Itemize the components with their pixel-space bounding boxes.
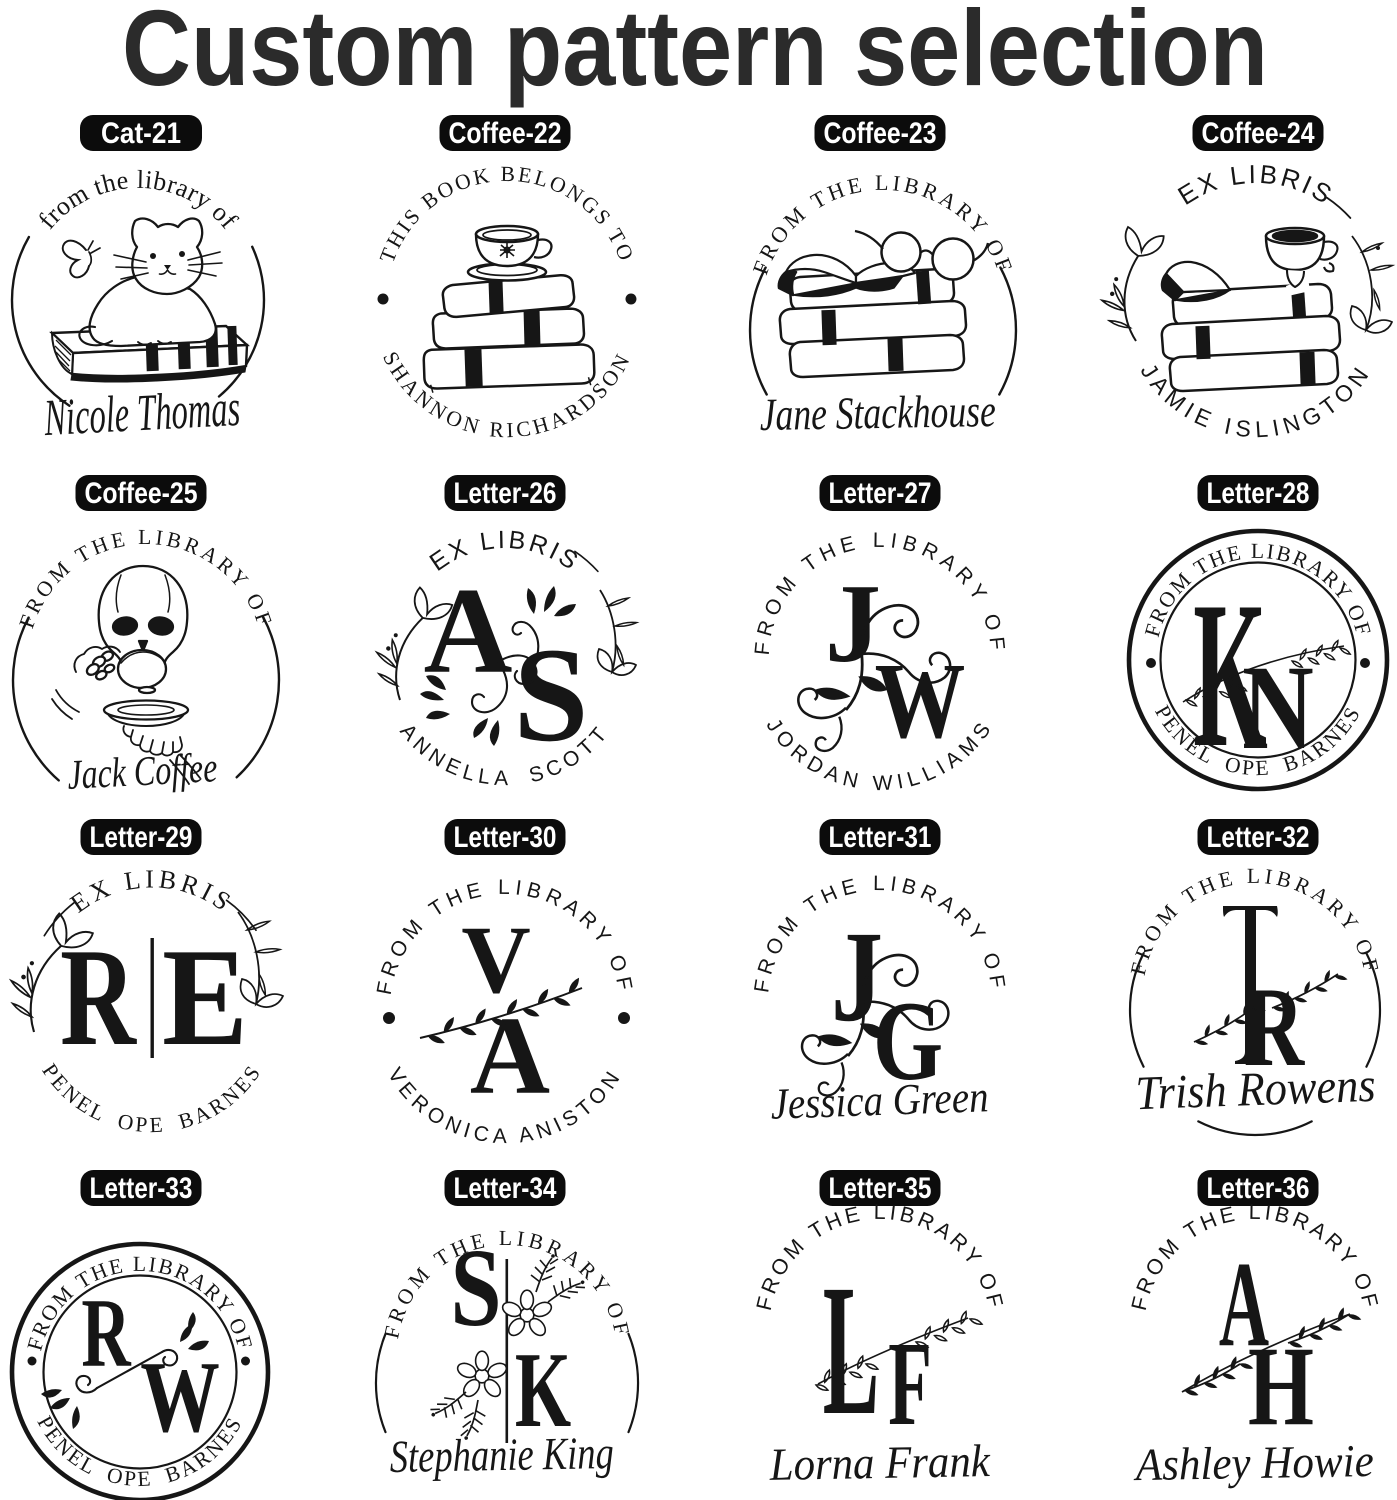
svg-text:W: W [140, 1340, 220, 1454]
svg-text:R: R [1244, 964, 1305, 1090]
svg-text:G: G [873, 980, 943, 1105]
svg-text:Custom pattern selection: Custom pattern selection [122, 0, 1268, 108]
svg-text:L: L [823, 1245, 879, 1454]
svg-text:Letter-35: Letter-35 [829, 1172, 932, 1205]
svg-text:Letter-36: Letter-36 [1207, 1172, 1310, 1205]
svg-text:S: S [450, 1227, 501, 1350]
svg-text:Letter-28: Letter-28 [1207, 477, 1310, 510]
svg-text:N: N [1242, 640, 1314, 775]
svg-text:R: R [60, 920, 137, 1075]
svg-text:Letter-30: Letter-30 [454, 821, 557, 854]
svg-text:EX LIBRIS: EX LIBRIS [1173, 159, 1340, 211]
svg-text:Stephanie King: Stephanie King [389, 1427, 614, 1482]
svg-text:F: F [888, 1317, 932, 1451]
svg-text:Cat-21: Cat-21 [101, 117, 181, 150]
svg-text:Letter-32: Letter-32 [1207, 821, 1310, 854]
svg-text:H: H [1248, 1323, 1314, 1449]
svg-text:Letter-26: Letter-26 [454, 477, 557, 510]
svg-text:V: V [461, 906, 530, 1013]
svg-text:Coffee-22: Coffee-22 [449, 117, 562, 150]
svg-text:Jessica Green: Jessica Green [770, 1072, 990, 1129]
svg-text:FROM THE LIBRARY OF: FROM THE LIBRARY OF [752, 1200, 1008, 1313]
svg-text:E: E [162, 920, 248, 1075]
svg-text:R: R [81, 1279, 132, 1388]
svg-text:EX LIBRIS: EX LIBRIS [65, 864, 239, 918]
svg-text:S: S [513, 621, 588, 770]
svg-text:Letter-34: Letter-34 [454, 1172, 557, 1205]
svg-text:Lorna Frank: Lorna Frank [768, 1435, 991, 1490]
svg-text:K: K [1193, 559, 1267, 791]
svg-text:A: A [424, 562, 513, 699]
svg-text:Letter-29: Letter-29 [90, 821, 193, 854]
svg-text:Jane Stackhouse: Jane Stackhouse [759, 385, 996, 440]
svg-text:Jack Coffee: Jack Coffee [66, 745, 218, 799]
svg-text:J: J [831, 905, 883, 1049]
svg-text:Coffee-23: Coffee-23 [824, 117, 937, 150]
svg-text:A: A [1219, 1238, 1269, 1372]
svg-text:Nicole Thomas: Nicole Thomas [42, 380, 241, 447]
svg-text:FROM THE LIBRARY OF: FROM THE LIBRARY OF [22, 1252, 257, 1353]
svg-text:J: J [825, 562, 881, 686]
svg-text:Letter-31: Letter-31 [829, 821, 932, 854]
svg-text:Coffee-25: Coffee-25 [85, 477, 198, 510]
svg-text:Letter-27: Letter-27 [829, 477, 932, 510]
svg-text:Coffee-24: Coffee-24 [1202, 117, 1315, 150]
svg-text:Ashley Howie: Ashley Howie [1132, 1435, 1374, 1490]
svg-text:Letter-33: Letter-33 [90, 1172, 193, 1205]
svg-text:K: K [515, 1330, 571, 1450]
svg-text:Trish Rowens: Trish Rowens [1135, 1059, 1377, 1120]
